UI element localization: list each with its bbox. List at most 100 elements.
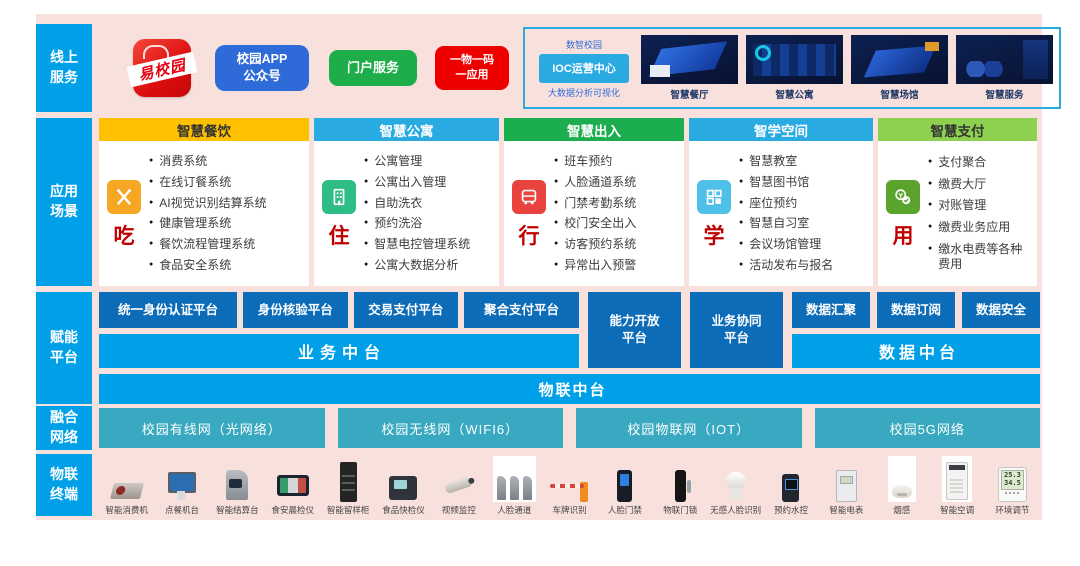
scenario-item: 在线订餐系统 [149, 175, 305, 190]
device-label: 无感人脸识别 [710, 505, 762, 515]
business-middle-platform-bar: 业务中台 [99, 334, 579, 368]
row-label-converged-network: 融合 网络 [36, 406, 92, 450]
scenario-header: 智慧出入 [504, 118, 684, 141]
device-smart-meter: 智能电表 [819, 460, 874, 516]
data-middle-platform-bar: 数据中台 [792, 334, 1040, 368]
device-food-test-case: 食品快检仪 [376, 460, 431, 516]
scenario-list: 智慧教室 智慧图书馆 座位预约 智慧自习室 会议场馆管理 活动发布与报名 [739, 148, 871, 279]
dashboard-image [641, 35, 738, 84]
device-morning-check: 食安晨检仪 [265, 460, 320, 516]
iot-middle-platform-bar: 物联中台 [99, 374, 1040, 404]
data-platform-group: 数据汇聚 数据订阅 数据安全 数据中台 [792, 292, 1040, 368]
platform-top: 统一身份认证平台 身份核验平台 交易支付平台 聚合支付平台 业务中台 能力开放 … [99, 292, 1040, 368]
device-ordering-kiosk: 点餐机台 [154, 460, 209, 516]
data-aggregation: 数据汇聚 [792, 292, 870, 328]
face-gate-icon [492, 456, 536, 502]
device-label: 环境调节 [995, 505, 1030, 515]
ptz-camera-icon [725, 460, 747, 502]
cctv-camera-icon [444, 460, 474, 502]
aggregate-payment-platform: 聚合支付平台 [464, 292, 580, 328]
scenario-header: 智慧支付 [878, 118, 1037, 141]
device-water-controller: 预约水控 [763, 460, 818, 516]
scenario-column-access: 智慧出入 行 班车预约 人脸通道系统 门禁考勤系统 校门安全出入 访客预约系统 [504, 118, 684, 286]
scenario-item: 缴费大厅 [928, 177, 1033, 192]
capability-open-platform: 能力开放 平台 [588, 292, 681, 368]
device-label: 食品快检仪 [382, 505, 425, 515]
scenario-item: 支付聚合 [928, 155, 1033, 170]
row-label-application-scenarios: 应用 场景 [36, 118, 92, 286]
ioc-panel: 数智校园 IOC运营中心 大数据分析可视化 智慧餐厅 智慧公寓 [523, 27, 1061, 109]
scenario-header: 智慧公寓 [314, 118, 499, 141]
device-label: 智能留样柜 [326, 505, 370, 515]
scenario-char: 学 [703, 225, 725, 248]
scenario-item: 智慧自习室 [739, 216, 869, 231]
scenario-item: 健康管理系统 [149, 216, 305, 231]
converged-network-row: 校园有线网（光网络） 校园无线网（WIFI6） 校园物联网（IOT） 校园5G网… [99, 406, 1040, 450]
cabinet-icon [339, 460, 357, 502]
scenario-icon-zone: 住 [314, 148, 364, 279]
barrier-icon [549, 460, 590, 502]
device-label: 智能结算台 [216, 505, 259, 515]
online-services-row: 易校园 校园APP 公众号 门户服务 一物一码 一应用 数智校园 IOC运营中心… [99, 24, 1061, 112]
scenario-item: 智慧电控管理系统 [364, 237, 495, 252]
device-face-ptz-camera: 无感人脸识别 [708, 460, 763, 516]
ioc-operation-center-button: IOC运营中心 [539, 53, 629, 83]
device-label: 视频监控 [441, 505, 476, 515]
checkout-icon [226, 460, 249, 502]
device-sample-cabinet: 智能留样柜 [320, 460, 375, 516]
scenario-item: 班车预约 [554, 154, 680, 169]
device-consumption-machine: 智能消费机 [99, 460, 154, 516]
dashboard-thumbnail: 智慧餐厅 [641, 35, 738, 101]
scenario-item: 校门安全出入 [554, 216, 680, 231]
identity-verification-platform: 身份核验平台 [242, 292, 348, 328]
row-label-online-services: 线上 服务 [36, 24, 92, 112]
pos-machine-icon [109, 460, 144, 502]
scenario-body: 用 支付聚合 缴费大厅 对账管理 缴费业务应用 缴水电费等各种费用 [878, 141, 1037, 286]
door-lock-icon [674, 460, 691, 502]
scenario-icon-zone: 用 [878, 148, 928, 279]
dashboard-label: 智慧餐厅 [670, 90, 709, 101]
scenario-icon-zone: 行 [504, 148, 554, 279]
device-label: 车牌识别 [552, 505, 587, 515]
water-controller-icon [782, 460, 800, 502]
scenario-column-payment: 智慧支付 用 支付聚合 缴费大厅 对账管理 缴费业务应用 缴水电费等各种费用 [878, 118, 1037, 286]
test-case-icon [389, 460, 418, 502]
yixiaoyuan-app-logo: 易校园 [126, 39, 198, 97]
air-conditioner-icon [942, 456, 973, 502]
logo-band: 易校园 [126, 51, 198, 88]
scenario-char: 用 [892, 225, 914, 248]
scenario-header: 智慧餐饮 [99, 118, 309, 141]
scenario-item: 缴费业务应用 [928, 220, 1033, 235]
dashboard-thumbnails: 智慧餐厅 智慧公寓 智慧场馆 智慧服务 [637, 35, 1053, 101]
dashboard-thumbnail: 智慧场馆 [851, 35, 948, 101]
device-face-access: 人脸门禁 [597, 460, 652, 516]
scenario-item: 缴水电费等各种费用 [928, 242, 1033, 272]
env-monitor-icon: 25.3 34.5 [997, 460, 1027, 502]
iot-network-button: 校园物联网（IOT） [576, 408, 802, 448]
scenario-column-apartment: 智慧公寓 住 公寓管理 公寓出入管理 自助洗衣 预约洗浴 智慧电控管理系统 [314, 118, 499, 286]
scenario-char: 吃 [113, 225, 135, 248]
scenario-list: 支付聚合 缴费大厅 对账管理 缴费业务应用 缴水电费等各种费用 [928, 148, 1035, 279]
row-label-iot-terminals: 物联 终端 [36, 454, 92, 516]
unified-identity-platform: 统一身份认证平台 [99, 292, 237, 328]
scenario-icon-zone: 吃 [99, 148, 149, 279]
env-temp-value: 25.3 [1003, 471, 1021, 480]
scenario-header: 智学空间 [689, 118, 873, 141]
scenario-item: 公寓管理 [364, 154, 495, 169]
face-panel-icon [617, 460, 633, 502]
scenario-item: 门禁考勤系统 [554, 196, 680, 211]
one-code-one-app-button: 一物一码 一应用 [435, 46, 509, 90]
scenario-body: 吃 消费系统 在线订餐系统 AI视觉识别结算系统 健康管理系统 餐饮流程管理系统… [99, 141, 309, 286]
enabling-platform-row: 统一身份认证平台 身份核验平台 交易支付平台 聚合支付平台 业务中台 能力开放 … [99, 292, 1040, 404]
scenario-char: 行 [518, 225, 540, 248]
scenario-item: 预约洗浴 [364, 216, 495, 231]
scenario-item: 对账管理 [928, 198, 1033, 213]
env-lcd: 25.3 34.5 [1000, 470, 1024, 490]
scenario-item: 公寓大数据分析 [364, 258, 495, 273]
smart-meter-icon [835, 460, 857, 502]
campus-5g-network-button: 校园5G网络 [814, 408, 1040, 448]
scenario-body: 行 班车预约 人脸通道系统 门禁考勤系统 校门安全出入 访客预约系统 异常出入预… [504, 141, 684, 286]
device-env-monitor: 25.3 34.5 环境调节 [985, 460, 1040, 516]
scenario-item: 自助洗衣 [364, 196, 495, 211]
